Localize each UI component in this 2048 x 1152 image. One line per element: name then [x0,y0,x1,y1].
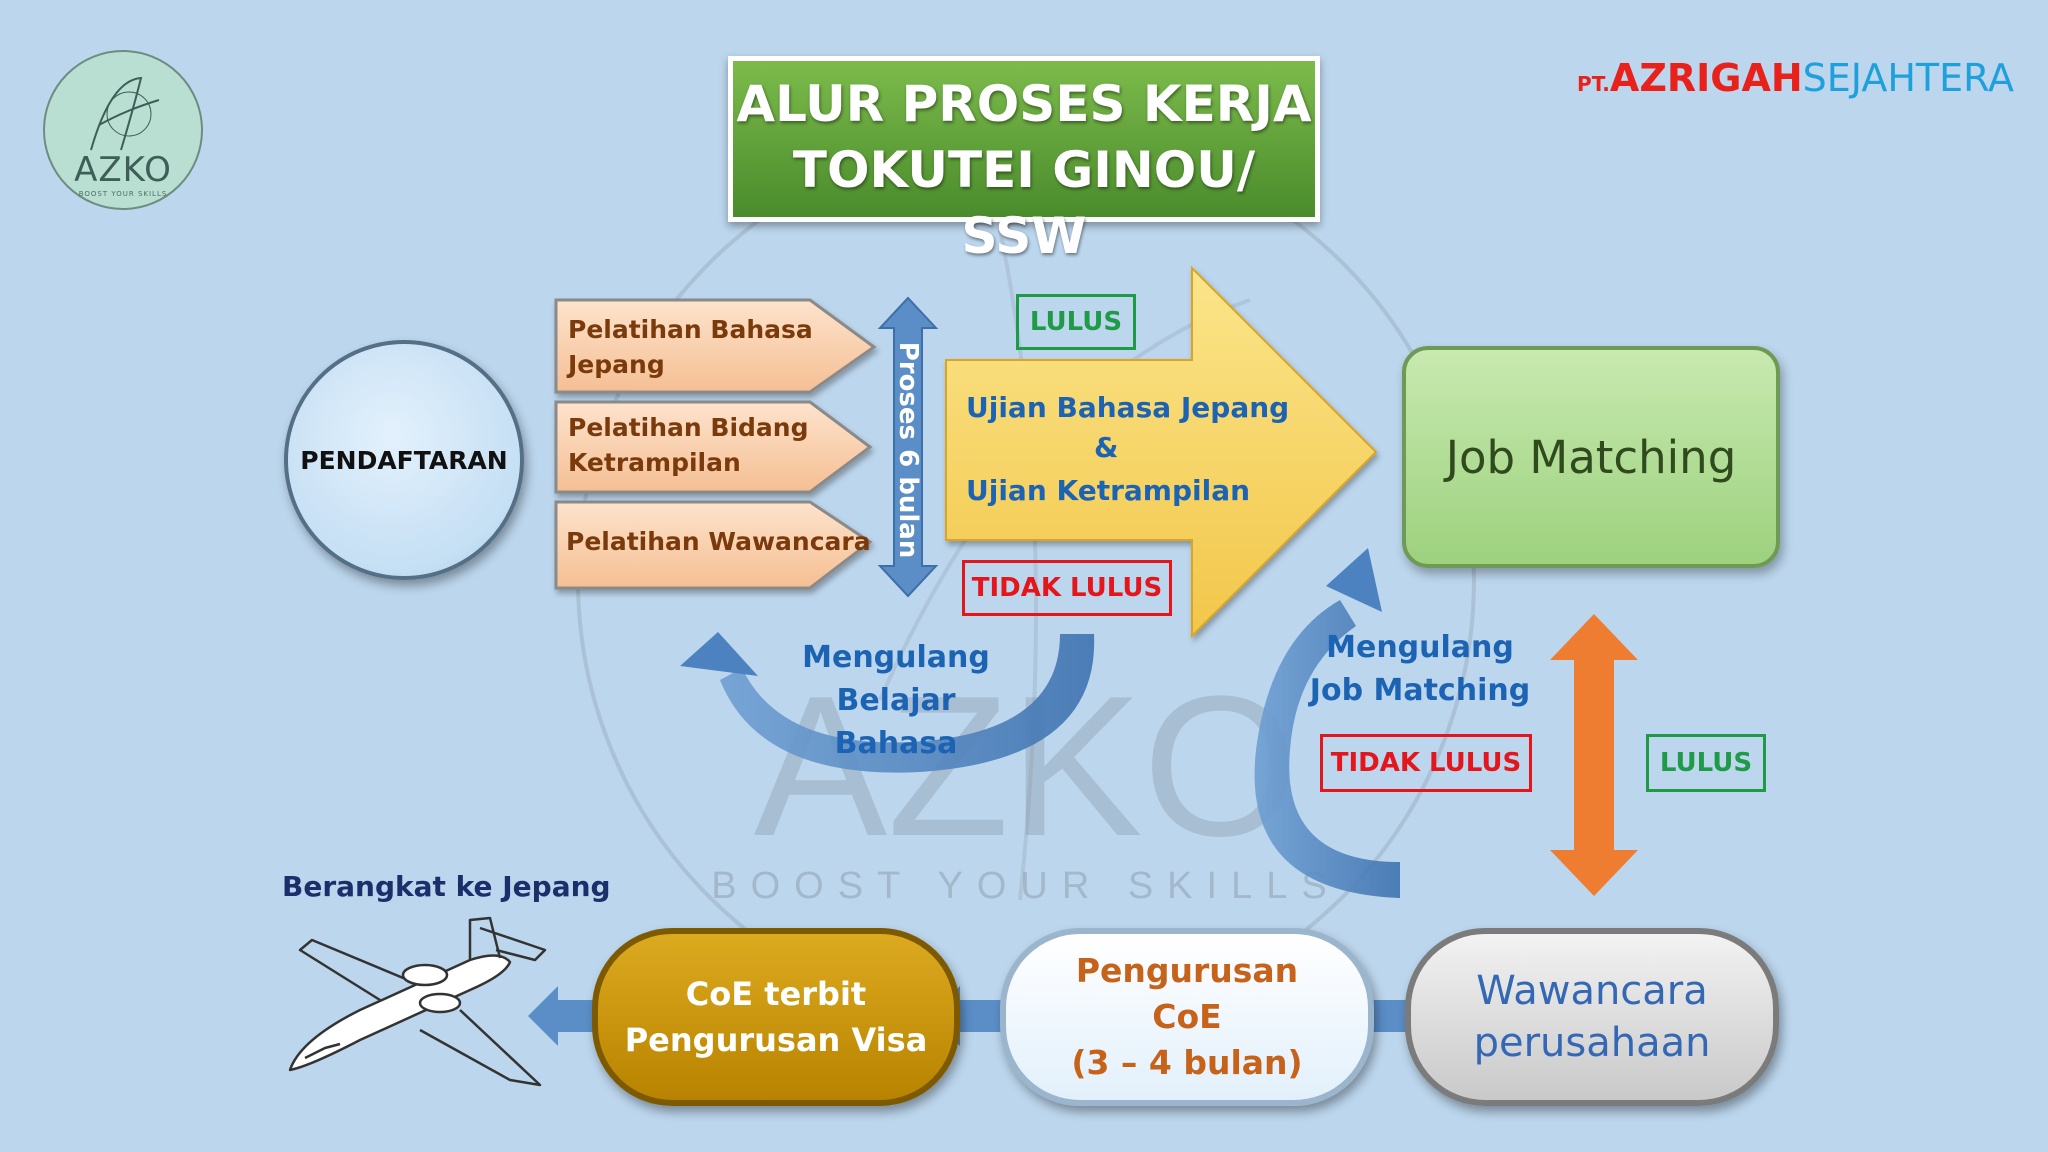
page-title: ALUR PROSES KERJA TOKUTEI GINOU/ SSW [728,56,1320,265]
departure-label: Berangkat ke Jepang [282,870,611,903]
repeat-language-label: Mengulang Belajar Bahasa [776,636,1016,765]
coe-line-1: Pengurusan [1075,951,1299,990]
coe-line-2: CoE [1152,997,1222,1036]
company-prefix: PT. [1577,72,1610,96]
training-1-line-1: Pelatihan Bahasa [568,315,813,344]
training-label-3: Pelatihan Wawancara [566,524,871,559]
repeat-job-line-1: Mengulang [1326,630,1514,665]
training-1-line-2: Jepang [568,350,665,379]
repeat-job-label: Mengulang Job Matching [1306,626,1534,712]
registration-circle: PENDAFTARAN [284,340,524,580]
job-fail-label: TIDAK LULUS [1320,734,1532,792]
repeat-language-arrow [680,632,1095,773]
repeat-language-line-2: Belajar Bahasa [834,683,958,761]
company-name-part1: AZRIGAH [1609,56,1803,100]
job-fail-text: TIDAK LULUS [1330,748,1522,778]
exam-fail-text: TIDAK LULUS [971,573,1163,603]
duration-double-arrow [877,296,939,598]
exam-pass-label: LULUS [1016,294,1136,350]
exam-fail-label: TIDAK LULUS [962,560,1172,616]
repeat-language-line-1: Mengulang [802,640,990,675]
company-interview-box: Wawancara perusahaan [1405,928,1779,1106]
company-name: PT.AZRIGAHSEJAHTERA [1577,56,2014,100]
duration-label: Proses 6 bulan [893,341,923,559]
logo-tagline: BOOST YOUR SKILLS [78,190,168,198]
training-label-1: Pelatihan Bahasa Jepang [568,312,813,382]
logo-mark-icon [90,76,160,151]
exam-label: Ujian Bahasa Jepang & Ujian Ketrampilan [966,388,1296,514]
job-pass-label: LULUS [1646,734,1766,792]
training-arrow-3 [554,500,873,590]
interview-line-1: Wawancara [1476,968,1708,1014]
visa-line-2: Pengurusan Visa [624,1021,928,1059]
training-2-line-2: Ketrampilan [568,448,741,477]
company-name-part2: SEJAHTERA [1802,56,2014,100]
training-label-2: Pelatihan Bidang Ketrampilan [568,410,809,480]
coe-process-box: Pengurusan CoE (3 – 4 bulan) [1000,928,1374,1106]
exam-line-2: & [1094,431,1119,464]
training-arrow-2 [554,400,873,494]
arrow-visa-to-departure [528,986,612,1046]
watermark-tagline: BOOST YOUR SKILLS [711,865,1340,907]
job-pass-text: LULUS [1659,748,1753,778]
job-matching-label: Job Matching [1445,430,1737,484]
title-line-2: TOKUTEI GINOU/ SSW [792,141,1256,265]
training-3-line-1: Pelatihan Wawancara [566,527,871,556]
exam-pass-text: LULUS [1029,307,1123,337]
airplane-icon [288,916,547,1087]
training-2-line-1: Pelatihan Bidang [568,413,809,442]
title-line-1: ALUR PROSES KERJA [736,75,1312,133]
exam-arrow [945,265,1378,639]
visa-process-box: CoE terbit Pengurusan Visa [592,928,960,1106]
exam-line-3: Ujian Ketrampilan [966,474,1251,507]
interview-line-2: perusahaan [1473,1020,1711,1066]
duration-label-box: Proses 6 bulan [893,342,923,559]
repeat-job-arrow [1254,548,1400,898]
azko-logo: AZKO BOOST YOUR SKILLS [43,50,203,210]
repeat-job-line-2: Job Matching [1309,673,1531,708]
job-matching-box: Job Matching [1402,346,1780,568]
registration-label: PENDAFTARAN [300,445,508,475]
pass-double-arrow [1550,614,1638,896]
visa-line-1: CoE terbit [685,975,867,1013]
training-arrow-1 [554,298,877,394]
logo-name: AZKO [74,150,172,190]
exam-line-1: Ujian Bahasa Jepang [966,391,1290,424]
coe-line-3: (3 – 4 bulan) [1071,1043,1303,1082]
